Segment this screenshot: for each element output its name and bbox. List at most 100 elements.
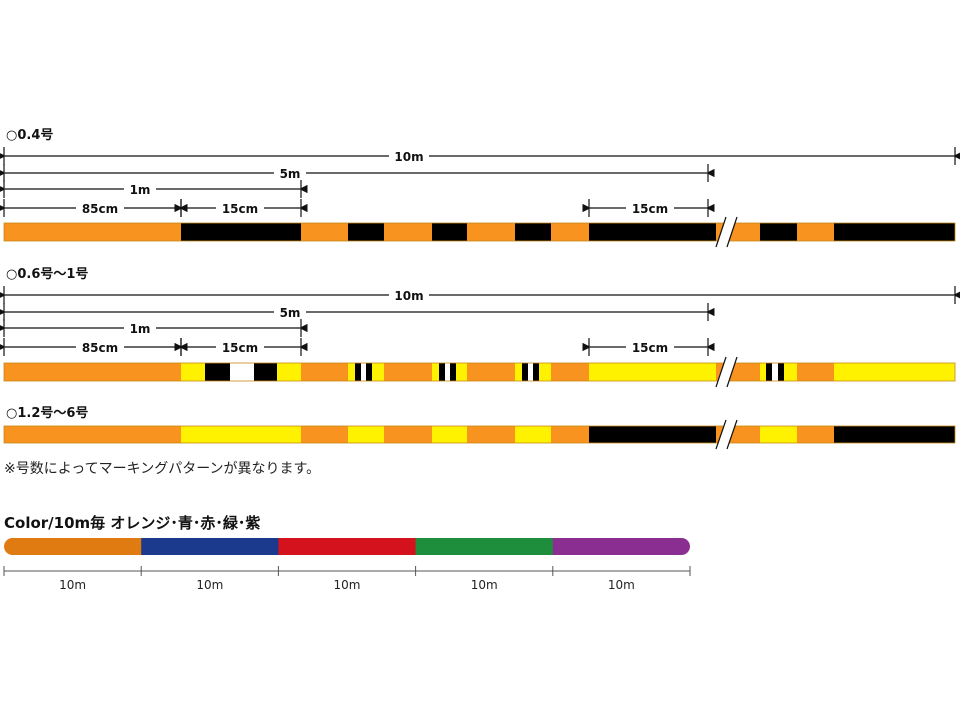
line-segment — [760, 223, 797, 241]
line-segment — [834, 363, 955, 381]
line-segment — [515, 363, 522, 381]
line-segment — [467, 426, 515, 443]
color-scale: 10m 10m 10m 10m 10m — [3, 566, 691, 592]
dim-1m-label: 1m — [130, 322, 151, 336]
dim-85cm-label-bg — [76, 339, 124, 355]
break-line-right — [726, 216, 738, 248]
line-segment — [384, 426, 432, 443]
line-segment — [432, 223, 467, 241]
break-gap — [716, 217, 737, 247]
line-segment — [301, 426, 348, 443]
line-segment — [539, 363, 551, 381]
line-segment — [361, 363, 366, 381]
dim-15cm-b-label: 15cm — [632, 341, 668, 355]
line-segment — [348, 426, 384, 443]
line-segment — [778, 363, 784, 381]
dimension-lines-06-1: 10m 5m 1m 85cm 15cm 15cm — [0, 286, 960, 356]
line-segment — [797, 426, 834, 443]
line-segment — [533, 363, 539, 381]
dim-15cm-a: 15cm — [174, 338, 308, 356]
line-pattern-06-1 — [3, 356, 956, 388]
line-segment — [522, 363, 528, 381]
line-segment — [760, 363, 766, 381]
line-pattern-12-6 — [3, 419, 956, 450]
dim-10m-label-bg — [389, 287, 429, 303]
dim-85cm-label-bg — [76, 200, 124, 216]
line-segment — [515, 223, 551, 241]
break-line-left — [715, 419, 727, 450]
scale-label: 10m — [608, 578, 635, 592]
line-segment — [766, 363, 772, 381]
dim-5m-label-bg — [274, 304, 306, 320]
scale-label: 10m — [196, 578, 223, 592]
line-segment — [301, 363, 348, 381]
line-segment — [181, 426, 301, 443]
line-segment — [4, 426, 181, 443]
dim-1m-label-bg — [124, 181, 156, 197]
dim-1m: 1m — [0, 319, 308, 337]
dim-10m-label: 10m — [394, 150, 423, 164]
line-segment — [181, 363, 205, 381]
line-segment — [4, 363, 181, 381]
pattern-note: ※号数によってマーキングパターンが異なります。 — [4, 461, 320, 477]
line-segment — [589, 426, 716, 443]
dim-15cm-b-label: 15cm — [632, 202, 668, 216]
line-segment — [230, 363, 254, 381]
dim-5m-label-bg — [274, 165, 306, 181]
dim-15cm-a-label-bg — [216, 339, 264, 355]
line-segment — [551, 426, 589, 443]
scale-label: 10m — [471, 578, 498, 592]
scale-label: 10m — [334, 578, 361, 592]
section-title-04: ○0.4号 — [6, 128, 53, 143]
break-line-right — [726, 419, 738, 450]
break-line-left — [715, 216, 727, 248]
color-bar-segments — [4, 538, 690, 555]
line-segment — [760, 426, 797, 443]
line-segment — [834, 223, 955, 241]
line-segment — [355, 363, 361, 381]
line-pattern-04 — [3, 216, 956, 248]
dim-85cm: 85cm — [0, 199, 188, 217]
line-segment — [432, 426, 467, 443]
color-segment — [4, 538, 142, 555]
dim-10m-label-bg — [389, 148, 429, 164]
line-segment — [181, 223, 301, 241]
line-segment — [450, 363, 456, 381]
line-segment — [551, 223, 589, 241]
scale-label: 10m — [59, 578, 86, 592]
line-segment — [797, 363, 834, 381]
line-segment — [797, 223, 834, 241]
color-segment — [415, 538, 554, 555]
dim-15cm-b-label-bg — [626, 339, 674, 355]
color-segment — [552, 538, 690, 555]
line-outline — [3, 362, 956, 382]
dim-15cm-a-label-bg — [216, 200, 264, 216]
break-mark — [715, 356, 738, 388]
dim-5m-label: 5m — [280, 306, 301, 320]
line-segment — [366, 363, 372, 381]
line-segment — [277, 363, 301, 381]
line-segment — [432, 363, 439, 381]
dim-15cm-b: 15cm — [582, 338, 715, 356]
dim-5m: 5m — [0, 164, 715, 182]
line-outline — [3, 425, 956, 444]
dim-15cm-a: 15cm — [174, 199, 308, 217]
color-section-title: Color/10m毎 オレンジ･青･赤･緑･紫 — [4, 514, 260, 532]
line-segment — [254, 363, 277, 381]
dim-85cm-label: 85cm — [82, 341, 118, 355]
dim-1m-label: 1m — [130, 183, 151, 197]
dim-15cm-b: 15cm — [582, 199, 715, 217]
dim-10m-label: 10m — [394, 289, 423, 303]
line-segment — [439, 363, 445, 381]
dim-15cm-b-label-bg — [626, 200, 674, 216]
section-title-06-1: ○0.6号～1号 — [6, 267, 88, 282]
line-outline — [3, 222, 956, 242]
dim-10m: 10m — [0, 286, 960, 304]
break-mark — [715, 216, 738, 248]
line-segment — [772, 363, 778, 381]
dim-5m-label: 5m — [280, 167, 301, 181]
line-segment — [384, 223, 432, 241]
dim-1m: 1m — [0, 180, 308, 198]
line-segment — [372, 363, 384, 381]
